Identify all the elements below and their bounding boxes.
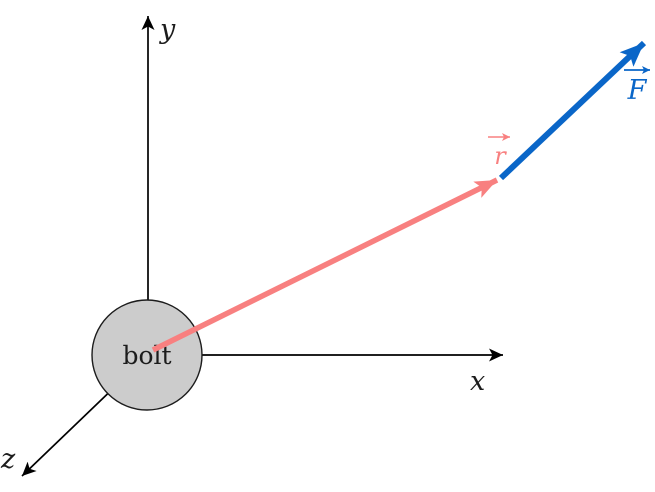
force-vector-label: F bbox=[627, 75, 648, 106]
position-vector-label: r bbox=[494, 142, 507, 170]
bolt-circle bbox=[91, 299, 203, 411]
z-axis-label: z bbox=[0, 444, 16, 475]
y-axis-label: y bbox=[159, 14, 176, 45]
x-axis-label: x bbox=[470, 366, 485, 397]
position-vector-line bbox=[151, 177, 499, 353]
force-vector-line bbox=[498, 40, 647, 181]
